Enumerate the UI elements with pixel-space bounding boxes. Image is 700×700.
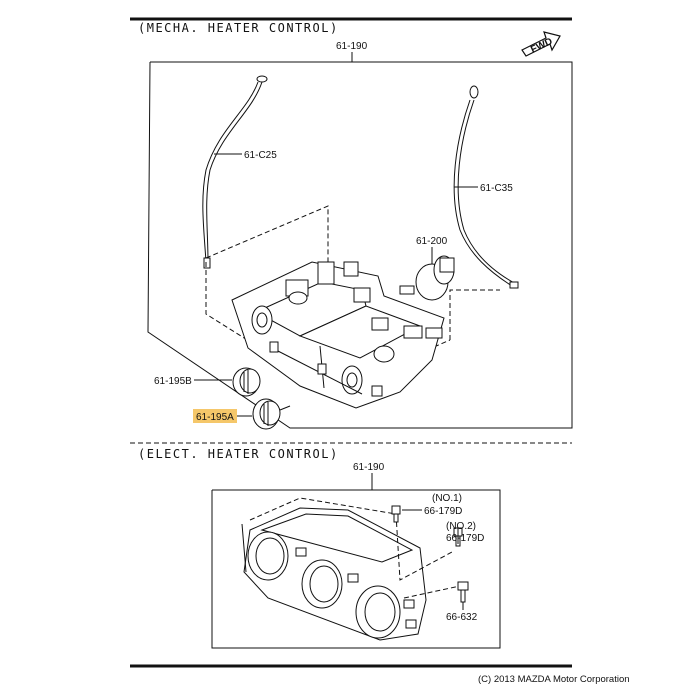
label-screw-no1: 66-179D — [424, 506, 462, 517]
highlight-knob-a — [193, 409, 237, 423]
screw-no1 — [391, 505, 401, 523]
mech-enclosure — [147, 61, 573, 429]
elect-enclosure — [211, 489, 501, 649]
label-screw-66-632: 66-632 — [446, 612, 478, 623]
elect-dashed-guide-c — [403, 585, 461, 599]
electric-control-panel — [241, 507, 427, 641]
label-cable-right: 61-C35 — [480, 183, 513, 194]
elect-dashed-guide — [249, 497, 397, 521]
fwd-arrow-icon: FWD — [521, 31, 561, 57]
label-motor: 61-200 — [416, 236, 448, 247]
label-elect-assembly: 61-190 — [353, 462, 385, 473]
electric-section-title: (ELECT. HEATER CONTROL) — [138, 447, 339, 461]
screw-66-632 — [457, 581, 469, 603]
mechanical-section-title: (MECHA. HEATER CONTROL) — [138, 21, 339, 35]
actuator-motor — [399, 255, 455, 301]
copyright-text: (C) 2013 MAZDA Motor Corporation — [478, 674, 630, 685]
label-screw-no2: 66-179D — [446, 533, 484, 544]
label-knob-b: 61-195B — [154, 376, 192, 387]
fwd-label: FWD — [529, 36, 554, 56]
mech-dashed-frame — [205, 205, 329, 272]
heater-control-base — [231, 261, 445, 409]
label-knob-a: 61-195A — [196, 412, 234, 423]
mech-dashed-frame-b — [205, 262, 451, 393]
knob-a — [252, 398, 291, 430]
label-cable-left: 61-C25 — [244, 150, 277, 161]
label-screw-no2-note: (NO.2) — [446, 521, 476, 532]
knob-b — [232, 367, 261, 397]
cable-left — [202, 75, 268, 269]
elect-dashed-guide-b — [395, 513, 453, 581]
mech-dashed-frame-c — [449, 289, 500, 340]
label-mech-assembly: 61-190 — [336, 41, 368, 52]
label-screw-no1-note: (NO.1) — [432, 493, 462, 504]
cable-right — [453, 85, 519, 289]
